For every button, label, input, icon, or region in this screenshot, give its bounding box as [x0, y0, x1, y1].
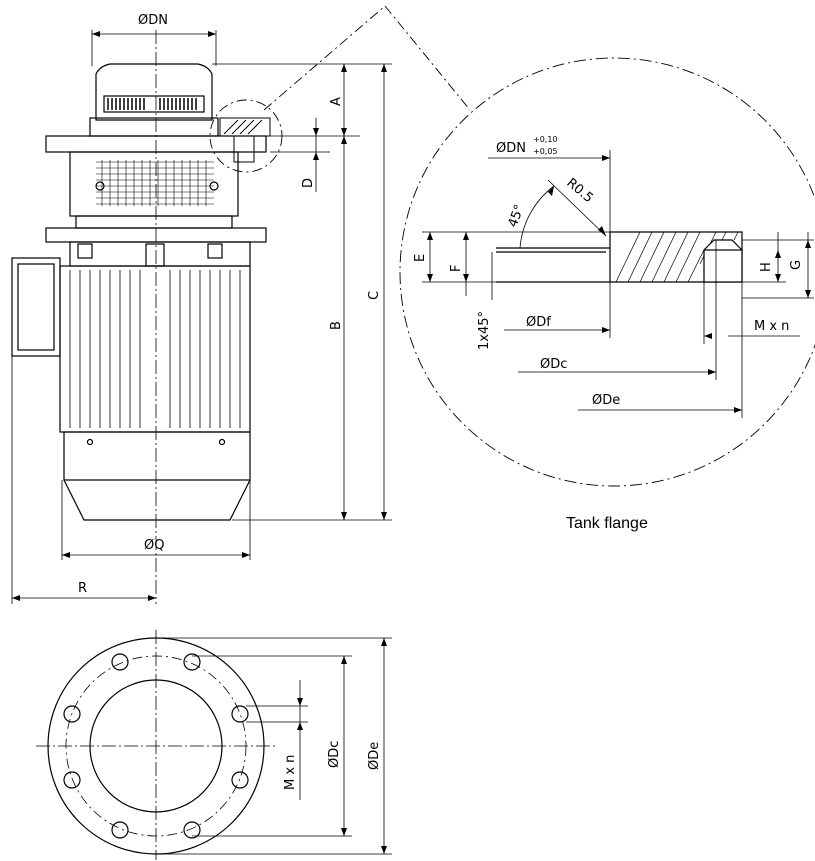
flange-dimension-lines: [422, 150, 814, 418]
dim-b-label: B: [329, 321, 344, 330]
bottom-dimension-lines: [156, 637, 392, 855]
detail-df-label: ØDf: [526, 315, 551, 330]
dim-dn-label: ØDN: [138, 13, 168, 28]
bottom-dc-label: ØDc: [327, 741, 342, 768]
flange-dimension-arrows: [427, 155, 811, 413]
detail-tol-lower: +0,05: [533, 147, 558, 156]
detail-f-label: F: [449, 265, 464, 272]
small-flange-section: [219, 117, 271, 163]
detail-tol-upper: +0,10: [533, 135, 558, 144]
detail-circle: [399, 57, 815, 487]
bottom-de-label: ØDe: [367, 742, 382, 770]
dim-q-label: ØQ: [144, 538, 164, 553]
detail-mxn-label: M x n: [754, 319, 789, 334]
side-dimension-arrows: [12, 31, 387, 601]
side-dimensions: [11, 30, 392, 604]
motor-side-view: [11, 63, 267, 521]
detail-chamfer-label: 1x45°: [477, 311, 492, 350]
detail-dn-label: ØDN: [496, 141, 526, 156]
detail-radius-label: R0.5: [563, 176, 595, 207]
dim-d-label: D: [301, 178, 316, 188]
dim-r-label: R: [78, 581, 87, 596]
detail-h-label: H: [759, 262, 774, 272]
bottom-mxn-label: M x n: [283, 755, 298, 790]
bottom-dimension-arrows: [297, 638, 387, 854]
bottom-centerlines: [36, 630, 276, 860]
detail-angle-label: 45°: [506, 203, 528, 230]
detail-e-label: E: [413, 254, 428, 262]
figure-caption: Tank flange: [566, 515, 648, 532]
detail-g-label: G: [789, 260, 804, 270]
detail-de-label: ØDe: [592, 393, 620, 408]
dim-a-label: A: [329, 97, 344, 106]
flange-section: [496, 231, 743, 283]
detail-dc-label: ØDc: [540, 357, 567, 372]
flange-hatching: [615, 231, 739, 283]
dim-c-label: C: [367, 291, 382, 300]
detail-callout: [209, 5, 471, 173]
